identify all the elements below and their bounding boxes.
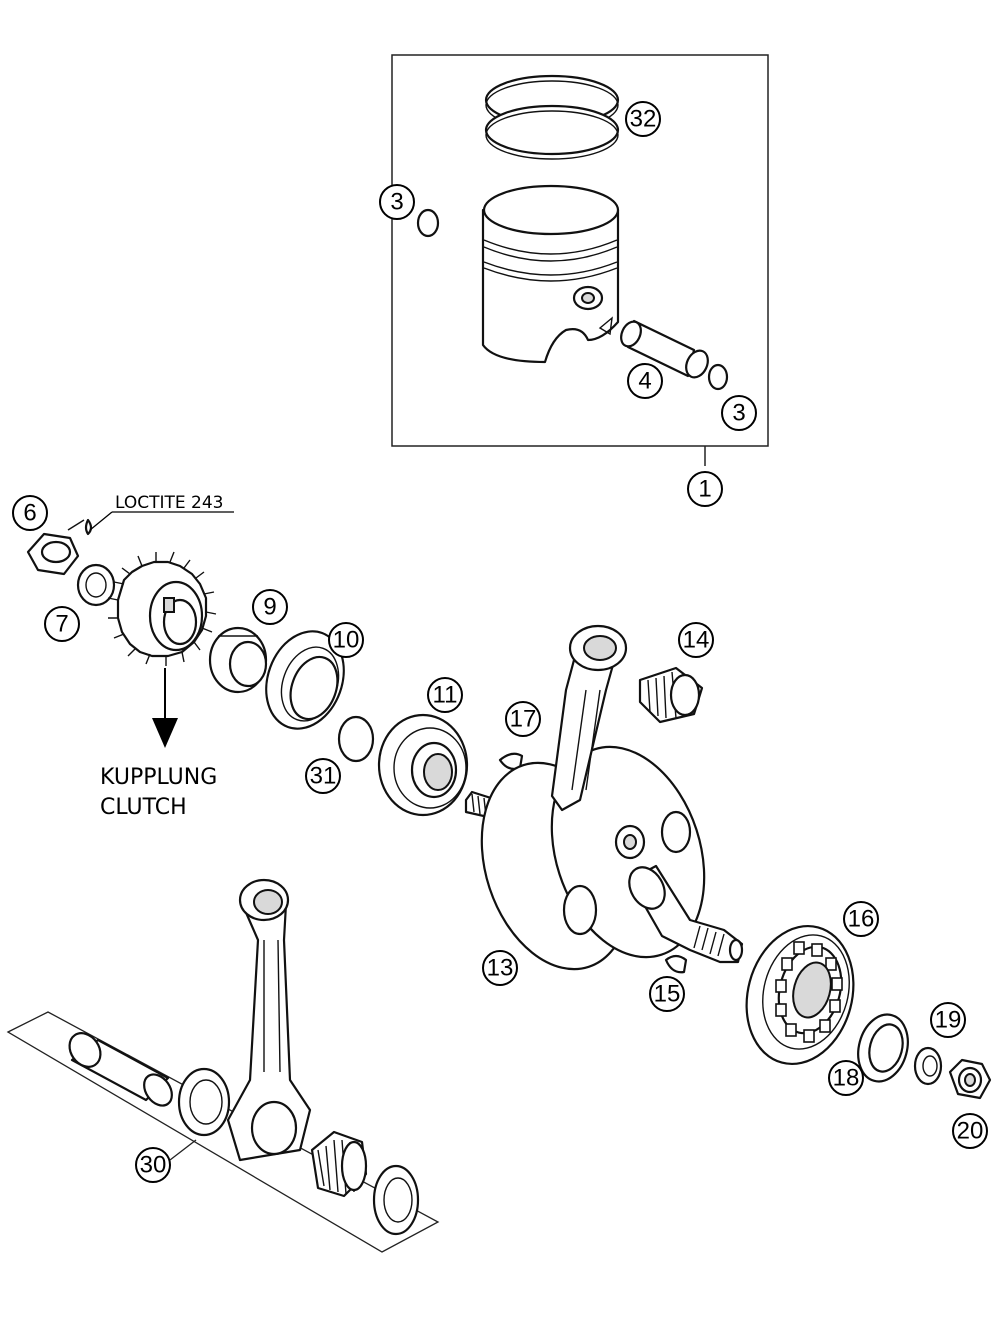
nut-right bbox=[948, 1058, 992, 1100]
loctite-note: LOCTITE 243 bbox=[89, 493, 234, 531]
woodruff-key-bottom bbox=[664, 954, 688, 974]
svg-text:3: 3 bbox=[732, 400, 745, 427]
needle-bearing-big-end bbox=[310, 1130, 368, 1198]
callout-30-leader bbox=[169, 1139, 197, 1161]
callout-20: 20 bbox=[952, 1113, 988, 1149]
callout-13: 13 bbox=[482, 950, 518, 986]
o-ring bbox=[337, 715, 375, 763]
callout-19: 19 bbox=[930, 1002, 966, 1038]
callout-3-right: 3 bbox=[721, 395, 757, 431]
shaft-seal-left bbox=[265, 630, 345, 730]
callout-4: 4 bbox=[627, 363, 663, 399]
svg-text:20: 20 bbox=[957, 1118, 984, 1145]
piston-kit-box bbox=[391, 54, 769, 466]
thrust-washer-right bbox=[372, 1164, 420, 1236]
callout-7: 7 bbox=[44, 606, 80, 642]
clutch-label-en: CLUTCH bbox=[100, 795, 187, 820]
callout-15: 15 bbox=[649, 976, 685, 1012]
clutch-arrow bbox=[152, 668, 178, 748]
callout-16: 16 bbox=[843, 901, 879, 937]
svg-text:31: 31 bbox=[310, 763, 337, 790]
circlip-right bbox=[707, 363, 729, 391]
callout-3-left: 3 bbox=[379, 184, 415, 220]
thrust-washer-left bbox=[177, 1067, 231, 1137]
primary-gear bbox=[107, 551, 217, 666]
svg-text:14: 14 bbox=[683, 627, 710, 654]
piston bbox=[481, 184, 620, 364]
svg-text:7: 7 bbox=[55, 611, 68, 638]
svg-text:19: 19 bbox=[935, 1007, 962, 1034]
svg-text:16: 16 bbox=[848, 906, 875, 933]
circlip-left bbox=[416, 208, 440, 238]
svg-text:10: 10 bbox=[333, 627, 360, 654]
svg-text:30: 30 bbox=[140, 1152, 167, 1179]
lock-washer bbox=[76, 563, 116, 607]
crank-pin bbox=[68, 1032, 173, 1107]
shaft-seal-right bbox=[857, 1013, 909, 1083]
connecting-rod bbox=[226, 878, 312, 1162]
svg-text:18: 18 bbox=[833, 1065, 860, 1092]
callout-11: 11 bbox=[427, 677, 463, 713]
svg-text:3: 3 bbox=[390, 189, 403, 216]
loctite-drop bbox=[84, 518, 93, 536]
svg-text:11: 11 bbox=[433, 682, 458, 709]
crankshaft bbox=[464, 624, 744, 971]
callout-9: 9 bbox=[252, 589, 288, 625]
main-bearing-right bbox=[745, 924, 855, 1066]
callout-18: 18 bbox=[828, 1060, 864, 1096]
svg-text:9: 9 bbox=[263, 594, 276, 621]
washer-right bbox=[913, 1046, 943, 1086]
woodruff-key-top bbox=[498, 752, 524, 771]
spacer-ring bbox=[208, 626, 268, 694]
callout-6: 6 bbox=[12, 495, 48, 531]
needle-bearing-small-end bbox=[638, 666, 704, 724]
main-bearing-left bbox=[377, 713, 469, 817]
nut bbox=[26, 519, 85, 576]
con-rod-kit-frame bbox=[6, 1011, 440, 1253]
svg-text:1: 1 bbox=[698, 476, 711, 503]
clutch-label-de: KUPPLUNG bbox=[100, 765, 217, 790]
callout-17: 17 bbox=[505, 701, 541, 737]
callout-31: 31 bbox=[305, 758, 341, 794]
callout-10: 10 bbox=[328, 622, 364, 658]
svg-text:17: 17 bbox=[510, 706, 537, 733]
svg-text:13: 13 bbox=[487, 955, 514, 982]
callout-30: 30 bbox=[135, 1147, 171, 1183]
svg-text:4: 4 bbox=[638, 368, 651, 395]
piston-pin bbox=[620, 319, 709, 379]
callout-14: 14 bbox=[678, 622, 714, 658]
callout-32: 32 bbox=[625, 101, 661, 137]
svg-text:6: 6 bbox=[23, 500, 36, 527]
callout-1: 1 bbox=[687, 471, 723, 507]
svg-text:32: 32 bbox=[630, 106, 657, 133]
loctite-label: LOCTITE 243 bbox=[115, 493, 224, 513]
svg-text:15: 15 bbox=[654, 981, 681, 1008]
piston-rings bbox=[484, 74, 620, 160]
